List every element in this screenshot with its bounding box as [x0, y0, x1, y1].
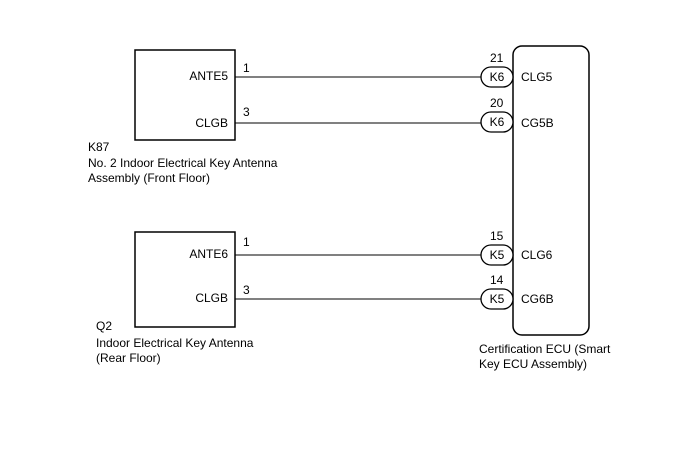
connector-label-k5-pin15: K5	[490, 248, 505, 262]
ecu-pin-14: 14	[490, 273, 504, 287]
connector-label-k6-pin20: K6	[490, 115, 505, 129]
ecu-terminal-label-clg6: CLG6	[521, 248, 553, 262]
connector-k5-pin14	[480, 288, 514, 310]
connector-k5-pin15	[480, 244, 514, 266]
ecu-terminal-label-cg5b: CG5B	[521, 116, 554, 130]
k87-terminal-label-ante5: ANTE5	[189, 69, 228, 83]
ecu-pin-15: 15	[490, 229, 504, 243]
q2-component-id: Q2	[96, 319, 112, 333]
k87-pin-1: 1	[243, 61, 250, 75]
ecu-component-name-line1: Certification ECU (Smart	[479, 342, 611, 356]
q2-component-name-line1: Indoor Electrical Key Antenna	[96, 336, 254, 350]
q2-component-name-line2: (Rear Floor)	[96, 351, 161, 365]
q2-terminal-label-clgb: CLGB	[195, 291, 228, 305]
connector-k6-pin21	[480, 66, 514, 88]
q2-pin-3: 3	[243, 283, 250, 297]
ecu-terminal-label-cg6b: CG6B	[521, 292, 554, 306]
ecu-pin-21: 21	[490, 51, 504, 65]
connector-label-k5-pin14: K5	[490, 292, 505, 306]
k87-component-id: K87	[88, 140, 110, 154]
q2-pin-1: 1	[243, 235, 250, 249]
ecu-component-name-line2: Key ECU Assembly)	[479, 357, 587, 371]
connector-label-k6-pin21: K6	[490, 70, 505, 84]
k87-pin-3: 3	[243, 105, 250, 119]
k87-terminal-label-clgb: CLGB	[195, 116, 228, 130]
k87-component-name-line2: Assembly (Front Floor)	[88, 171, 210, 185]
q2-antenna-box	[134, 231, 236, 328]
k87-component-name-line1: No. 2 Indoor Electrical Key Antenna	[88, 156, 278, 170]
ecu-pin-20: 20	[490, 96, 504, 110]
connector-k6-pin20	[480, 111, 514, 133]
q2-terminal-label-ante6: ANTE6	[189, 247, 228, 261]
certification-ecu-box	[512, 45, 590, 336]
k87-antenna-box	[134, 49, 236, 141]
ecu-terminal-label-clg5: CLG5	[521, 70, 553, 84]
